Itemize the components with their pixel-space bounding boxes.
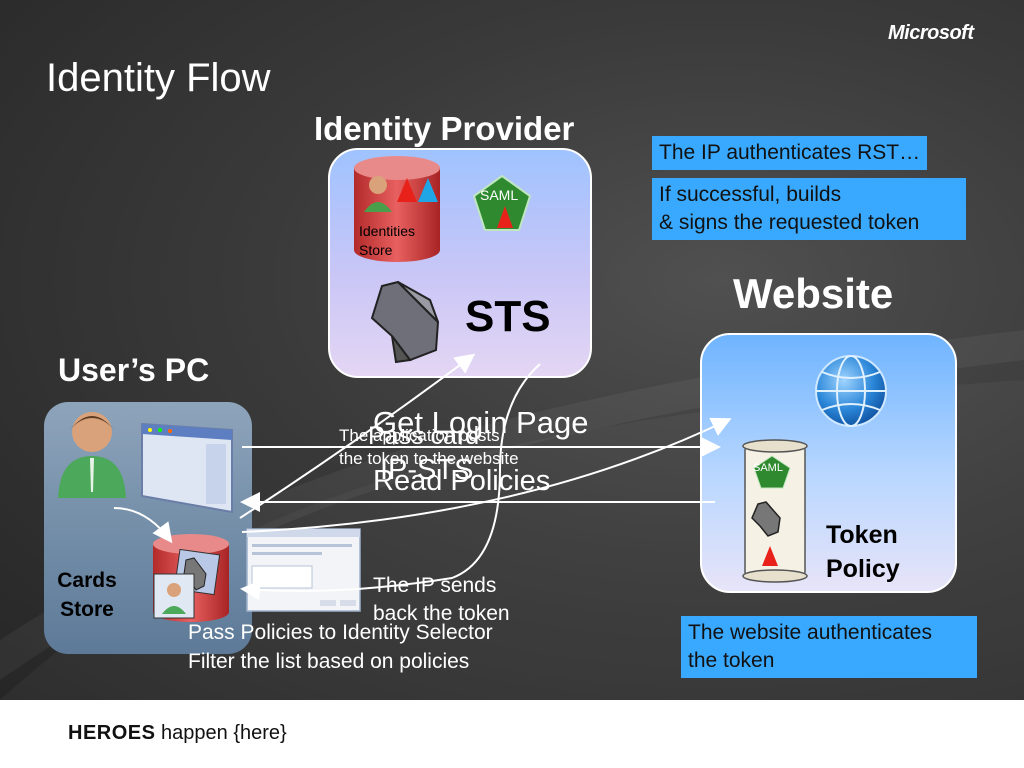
globe-icon [815,355,887,427]
label-read-policies: Read Policies [373,465,551,497]
browser-window-icon [141,422,233,514]
footer-tagline-rest: happen {here} [155,722,287,744]
users-pc-heading: User’s PC [58,352,210,388]
saml-label: SAML [480,187,519,203]
label-get-login-page: Get Login Page [373,405,589,440]
callout-website-authenticates: The website authenticates the token [681,616,977,678]
label-pass-policies: Pass Policies to Identity Selector Filte… [188,621,493,673]
sts-label: STS [465,292,551,341]
footer-tagline-bold: HEROES [68,722,156,744]
arrow-user-to-store [113,507,173,544]
cards-store-icon [153,534,229,622]
flow-arrows [113,353,732,601]
identity-selector-dialog-icon [246,528,361,612]
arrow-ip-sts [239,353,476,519]
token-policy-label: Token Policy [826,521,900,583]
sts-seal-icon [370,280,440,364]
website-saml-label: SAML [753,462,783,474]
callout-builds-token: If successful, builds & signs the reques… [652,178,966,240]
saml-token-icon [472,174,532,231]
page-title: Identity Flow [46,56,271,100]
footer-tagline: HEROES happen {here} [68,722,287,745]
label-ip-sends-token: The IP sends back the token [373,574,510,625]
arrow-post-token [241,417,732,533]
label-app-posts-token: The application posts the token to the w… [339,426,519,468]
identity-provider-heading: Identity Provider [314,110,575,147]
user-icon [58,412,126,498]
identities-store-icon [354,156,440,262]
microsoft-logo: Microsoft [888,22,974,44]
footer-bar [0,700,1024,768]
callout-ip-authenticates: The IP authenticates RST… [652,136,928,170]
diagram-graphics [58,156,887,622]
website-heading: Website [733,270,894,317]
label-pass-card: Pass card [368,422,480,450]
policy-scroll-icon [742,439,808,583]
label-ip-sts: IP-STS [380,454,474,486]
arrow-token-return [240,363,541,601]
cards-store-label: Cards Store [57,569,117,621]
identities-store-label: Identities Store [359,223,416,258]
